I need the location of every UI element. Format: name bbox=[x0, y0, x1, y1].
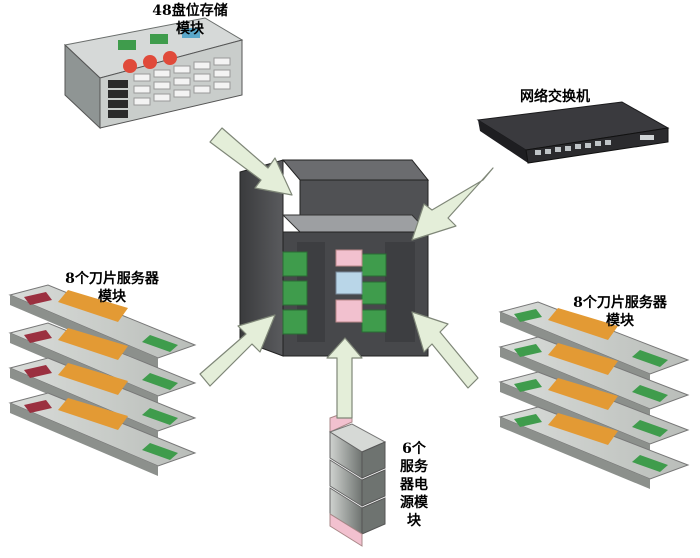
arrow-left-blades-to-chassis bbox=[199, 314, 276, 387]
arrow-right-blades-to-chassis bbox=[411, 311, 479, 389]
chassis-psu-slots bbox=[335, 249, 363, 323]
psu-label-line-4: 源模 bbox=[400, 495, 428, 511]
psu-label-line-1: 6个 bbox=[402, 441, 426, 457]
storage-bays bbox=[108, 57, 231, 118]
psu-unit bbox=[329, 487, 386, 547]
psu-label-line-2: 服务 bbox=[400, 459, 428, 475]
storage-label-line-1: 48盘位存储 bbox=[152, 3, 228, 19]
switch-ports bbox=[535, 135, 654, 155]
blade-stack-left bbox=[8, 284, 197, 476]
storage-module-label: 48盘位存储 模块 bbox=[150, 2, 230, 38]
blade-left-label-line-1: 8个刀片服务器 bbox=[65, 271, 159, 287]
arrow-storage-to-chassis bbox=[209, 127, 293, 196]
psu-label: 6个 服务 器电 源模 块 bbox=[392, 440, 436, 530]
blade-server bbox=[8, 392, 197, 476]
arrow-psu-to-chassis bbox=[326, 337, 363, 419]
switch-label-text: 网络交换机 bbox=[520, 89, 590, 105]
storage-fans bbox=[118, 28, 200, 73]
chassis-boards-right bbox=[361, 253, 387, 333]
psu-label-line-3: 器电 bbox=[400, 477, 428, 493]
blade-server bbox=[498, 406, 690, 489]
storage-module bbox=[63, 17, 244, 130]
blade-right-label: 8个刀片服务器 模块 bbox=[560, 294, 680, 330]
psu-label-line-5: 块 bbox=[407, 513, 421, 529]
blade-right-label-line-1: 8个刀片服务器 bbox=[573, 295, 667, 311]
network-switch-label: 网络交换机 bbox=[500, 88, 610, 106]
storage-label-line-2: 模块 bbox=[176, 21, 204, 37]
psu-stack bbox=[328, 409, 387, 547]
psu-unit bbox=[329, 459, 386, 507]
blade-left-label-line-2: 模块 bbox=[98, 289, 126, 305]
arrow-switch-to-chassis bbox=[411, 167, 494, 241]
blade-right-label-line-2: 模块 bbox=[606, 313, 634, 329]
network-switch bbox=[476, 101, 670, 164]
blade-stack-right bbox=[498, 301, 690, 489]
chassis-boards-left bbox=[282, 251, 308, 335]
blade-left-label: 8个刀片服务器 模块 bbox=[52, 270, 172, 306]
central-chassis bbox=[239, 159, 430, 357]
psu-unit bbox=[328, 423, 387, 479]
